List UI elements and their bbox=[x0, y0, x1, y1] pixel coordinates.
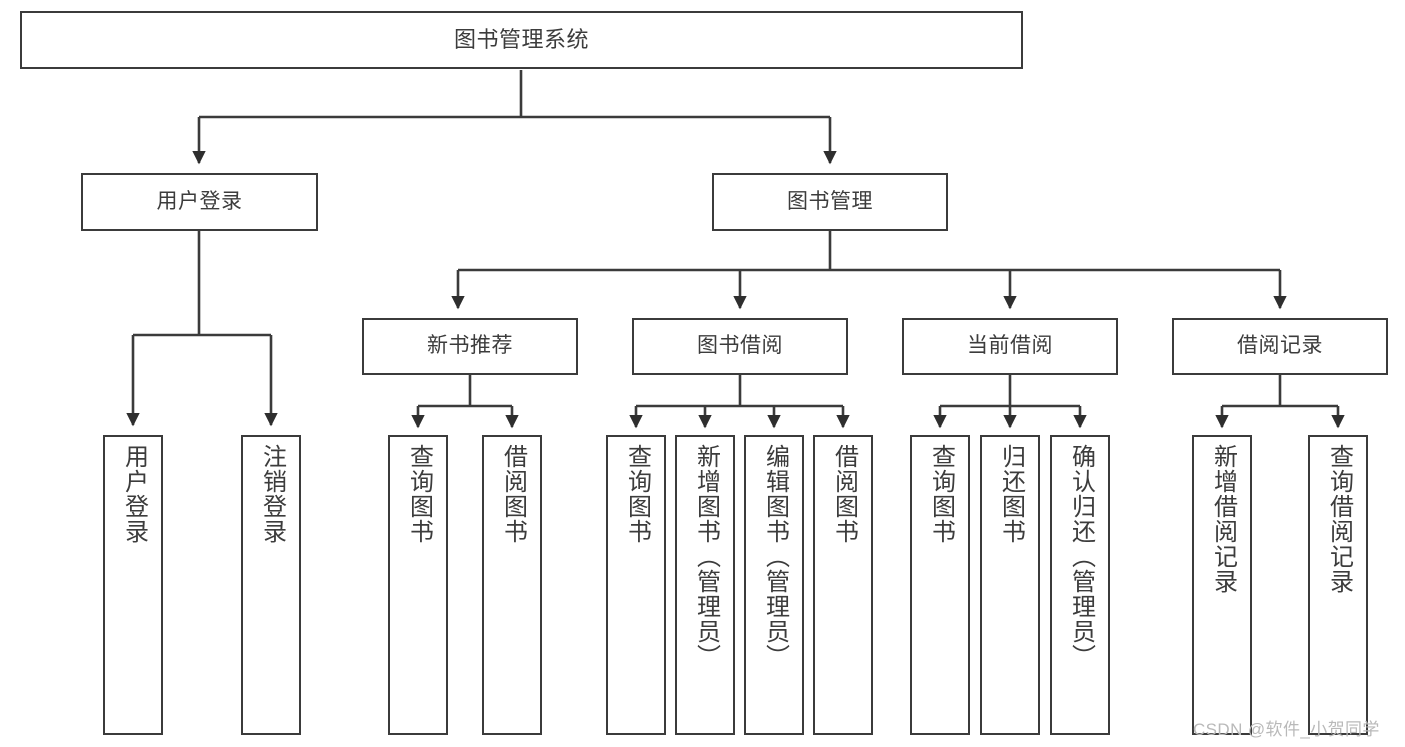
node-label: 借阅图书 bbox=[830, 444, 858, 544]
node-book-manage[interactable]: 图书管理 bbox=[712, 173, 948, 231]
node-leaf-add-book[interactable]: 新增图书（管理员） bbox=[675, 435, 735, 735]
node-new-book-recommend[interactable]: 新书推荐 bbox=[362, 318, 578, 375]
node-label: 查询借阅记录 bbox=[1325, 444, 1353, 594]
node-user-login[interactable]: 用户登录 bbox=[81, 173, 318, 231]
node-leaf-borrow-book-1[interactable]: 借阅图书 bbox=[482, 435, 542, 735]
node-label: 注销登录 bbox=[258, 444, 286, 544]
node-label: 查询图书 bbox=[927, 444, 955, 544]
node-leaf-return-book[interactable]: 归还图书 bbox=[980, 435, 1040, 735]
node-label: 用户登录 bbox=[156, 189, 243, 213]
node-book-borrow[interactable]: 图书借阅 bbox=[632, 318, 848, 375]
node-label: 借阅记录 bbox=[1237, 334, 1323, 358]
node-label: 用户登录 bbox=[120, 444, 148, 544]
node-label: 查询图书 bbox=[623, 444, 651, 544]
node-label: 图书借阅 bbox=[697, 334, 783, 358]
node-root-system[interactable]: 图书管理系统 bbox=[20, 11, 1023, 69]
node-leaf-add-record[interactable]: 新增借阅记录 bbox=[1192, 435, 1252, 735]
node-leaf-confirm-return[interactable]: 确认归还（管理员） bbox=[1050, 435, 1110, 735]
node-leaf-query-record[interactable]: 查询借阅记录 bbox=[1308, 435, 1368, 735]
node-leaf-query-book-1[interactable]: 查询图书 bbox=[388, 435, 448, 735]
node-label: 新增借阅记录 bbox=[1209, 444, 1237, 594]
node-label: 查询图书 bbox=[405, 444, 433, 544]
node-label: 确认归还（管理员） bbox=[1067, 444, 1095, 669]
watermark: CSDN @软件_小贺同学 bbox=[1193, 720, 1380, 739]
node-label: 新书推荐 bbox=[427, 334, 513, 358]
node-leaf-edit-book[interactable]: 编辑图书（管理员） bbox=[744, 435, 804, 735]
node-label: 编辑图书（管理员） bbox=[761, 444, 789, 669]
node-label: 图书管理系统 bbox=[453, 27, 589, 53]
node-label: 图书管理 bbox=[787, 189, 873, 213]
node-borrow-record[interactable]: 借阅记录 bbox=[1172, 318, 1388, 375]
node-leaf-user-login[interactable]: 用户登录 bbox=[103, 435, 163, 735]
node-label: 新增图书（管理员） bbox=[692, 444, 720, 669]
node-label: 当前借阅 bbox=[967, 334, 1053, 358]
node-leaf-borrow-book-2[interactable]: 借阅图书 bbox=[813, 435, 873, 735]
node-leaf-query-book-3[interactable]: 查询图书 bbox=[910, 435, 970, 735]
node-label: 归还图书 bbox=[997, 444, 1025, 544]
node-label: 借阅图书 bbox=[499, 444, 527, 544]
node-leaf-query-book-2[interactable]: 查询图书 bbox=[606, 435, 666, 735]
node-leaf-user-logout[interactable]: 注销登录 bbox=[241, 435, 301, 735]
node-current-borrow[interactable]: 当前借阅 bbox=[902, 318, 1118, 375]
